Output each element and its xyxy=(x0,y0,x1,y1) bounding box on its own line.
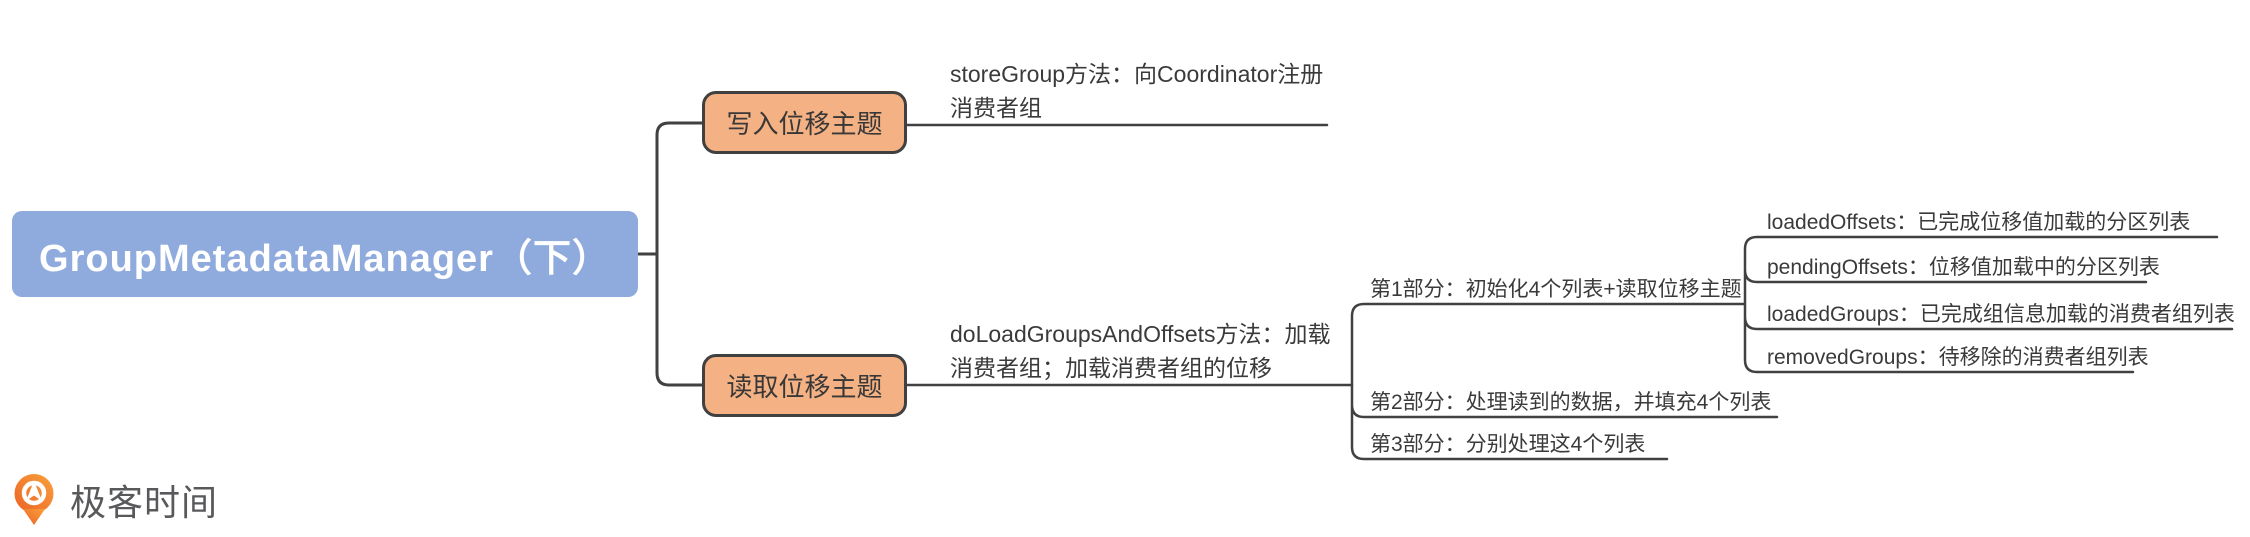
root-topic-group-metadata-manager[interactable]: GroupMetadataManager（下） xyxy=(12,211,638,297)
leaf-topic-do-load-method[interactable]: doLoadGroupsAndOffsets方法：加载 消费者组；加载消费者组的… xyxy=(950,321,1331,381)
leaf-topic-part-1[interactable]: 第1部分：初始化4个列表+读取位移主题 xyxy=(1370,278,1742,301)
leaf-topic-loaded-groups[interactable]: loadedGroups：已完成组信息加载的消费者组列表 xyxy=(1767,303,2235,326)
branch-write-label: 写入位移主题 xyxy=(726,109,883,139)
branch-topic-write-offsets[interactable]: 写入位移主题 xyxy=(702,91,907,154)
leaf-topic-pending-offsets[interactable]: pendingOffsets：位移值加载中的分区列表 xyxy=(1767,256,2160,279)
geektime-logo-icon xyxy=(14,474,54,525)
brand-watermark: 极客时间 xyxy=(12,474,218,526)
branch-read-label: 读取位移主题 xyxy=(726,372,883,402)
root-topic-label: GroupMetadataManager（下） xyxy=(39,237,611,280)
leaf-topic-part-3[interactable]: 第3部分：分别处理这4个列表 xyxy=(1370,433,1646,456)
leaf-topic-part-2[interactable]: 第2部分：处理读到的数据，并填充4个列表 xyxy=(1370,391,1772,414)
root-to-branches-connector xyxy=(636,121,704,387)
branch-topic-read-offsets[interactable]: 读取位移主题 xyxy=(702,354,907,417)
leaf-topic-removed-groups[interactable]: removedGroups：待移除的消费者组列表 xyxy=(1767,346,2149,369)
leaf-topic-loaded-offsets[interactable]: loadedOffsets：已完成位移值加载的分区列表 xyxy=(1767,211,2191,234)
leaf-topic-store-group-method[interactable]: storeGroup方法：向Coordinator注册 消费者组 xyxy=(950,61,1324,121)
brand-name-text: 极客时间 xyxy=(70,482,219,523)
